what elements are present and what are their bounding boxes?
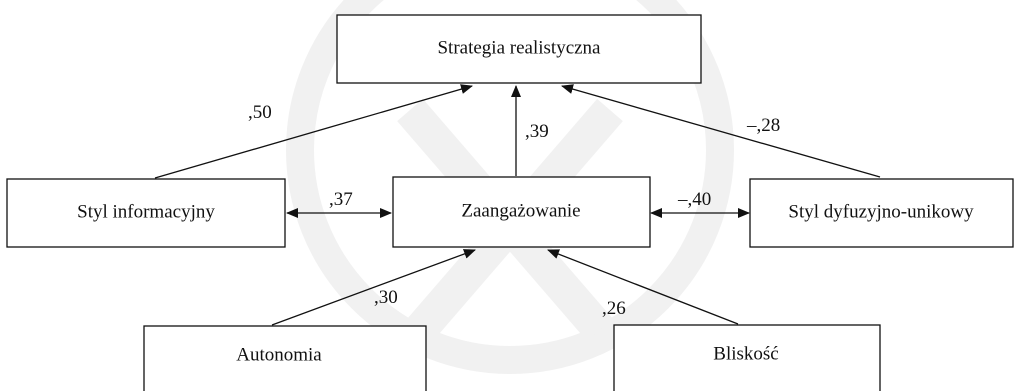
edge-dyfuzyjny-strategia: [561, 84, 881, 178]
coef-autonomia-zaangazowanie: ,30: [374, 287, 398, 308]
edge-informacyjny-strategia: [154, 84, 473, 179]
node-label: Strategia realistyczna: [437, 37, 601, 58]
coef-informacyjny-zaangazowanie: ,37: [329, 189, 353, 210]
coef-informacyjny-strategia: ,50: [248, 102, 272, 123]
coef-zaangazowanie-strategia: ,39: [525, 121, 549, 142]
node-label: Zaangażowanie: [461, 200, 580, 221]
coef-zaangazowanie-dyfuzyjny: –,40: [677, 189, 711, 210]
node-zaangazowanie: Zaangażowanie: [392, 176, 651, 248]
edge-autonomia-zaangazowanie: [271, 249, 476, 326]
edge-bliskosc-zaangazowanie: [547, 249, 739, 325]
node-label: Bliskość: [713, 343, 778, 364]
node-autonomia: Autonomia: [143, 325, 427, 391]
node-label: Styl informacyjny: [77, 201, 215, 222]
node-bliskosc: Bliskość: [613, 324, 881, 391]
coef-dyfuzyjny-strategia: –,28: [746, 115, 780, 136]
node-label: Autonomia: [236, 344, 322, 365]
node-label: Styl dyfuzyjno-unikowy: [788, 201, 974, 222]
coef-bliskosc-zaangazowanie: ,26: [602, 298, 626, 319]
node-styl-informacyjny: Styl informacyjny: [6, 178, 286, 248]
node-strategia-realistyczna: Strategia realistyczna: [336, 14, 702, 84]
node-styl-dyfuzyjno-unikowy: Styl dyfuzyjno-unikowy: [749, 178, 1014, 248]
